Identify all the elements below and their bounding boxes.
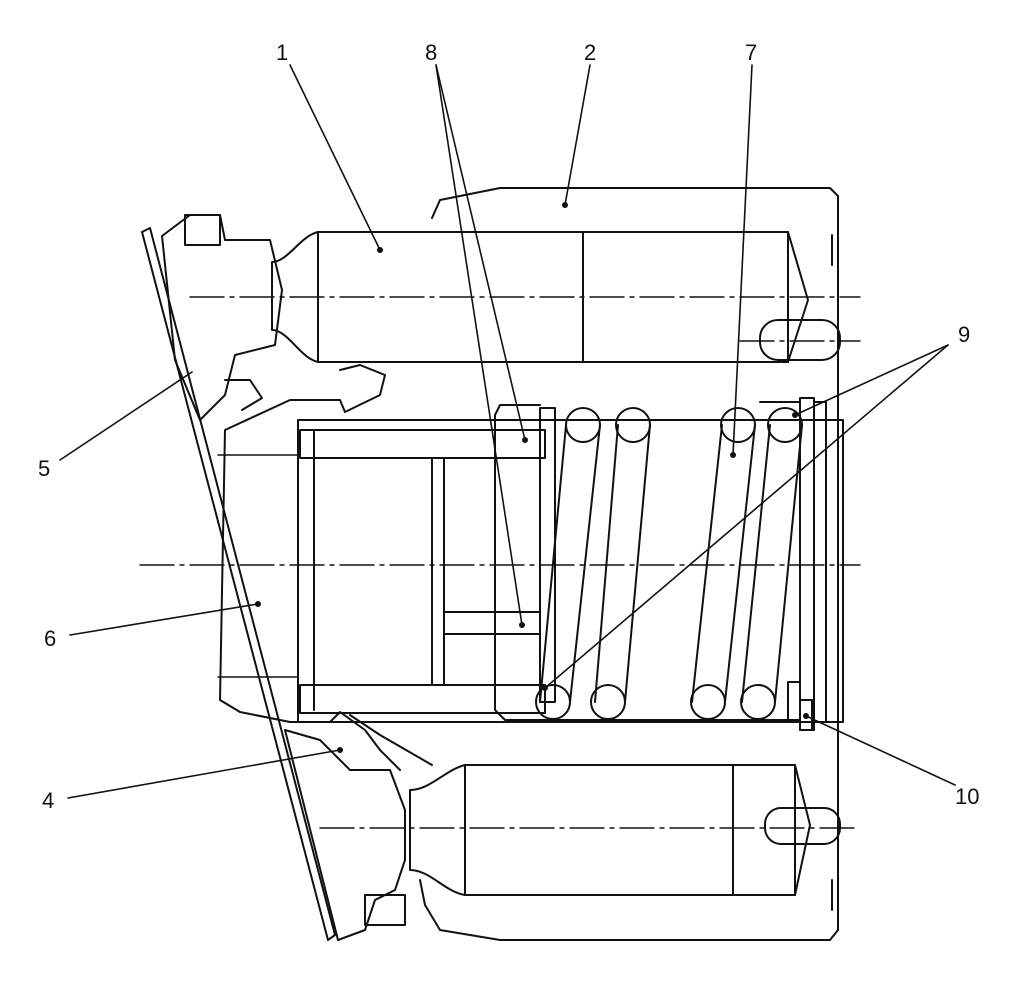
label-10: 10 (955, 784, 979, 809)
leader-5 (59, 371, 193, 461)
label-8: 8 (425, 40, 437, 65)
leader-dots (255, 202, 809, 753)
leader-9b (544, 344, 949, 689)
leader-6 (69, 603, 259, 636)
leader-9a (794, 344, 949, 416)
label-7: 7 (745, 40, 757, 65)
leader-7 (732, 64, 753, 456)
cylinder-barrel (297, 419, 844, 723)
housing-outline (419, 187, 839, 941)
retaining-plates (539, 397, 827, 731)
hub-outline (219, 364, 401, 771)
label-1: 1 (276, 40, 288, 65)
label-4: 4 (42, 788, 54, 813)
center-lines (139, 296, 861, 829)
swash-plate-assembly (141, 214, 406, 941)
label-9: 9 (958, 322, 970, 347)
leader-10 (805, 715, 956, 786)
label-6: 6 (44, 626, 56, 651)
label-5: 5 (38, 456, 50, 481)
label-2: 2 (584, 40, 596, 65)
leader-8a (435, 64, 526, 441)
spring-coils (535, 407, 803, 720)
leader-1 (289, 64, 381, 251)
leader-4 (67, 749, 341, 799)
leader-8b (435, 64, 523, 626)
lower-piston (349, 714, 841, 896)
leader-2 (564, 64, 591, 206)
leader-lines (59, 64, 956, 799)
